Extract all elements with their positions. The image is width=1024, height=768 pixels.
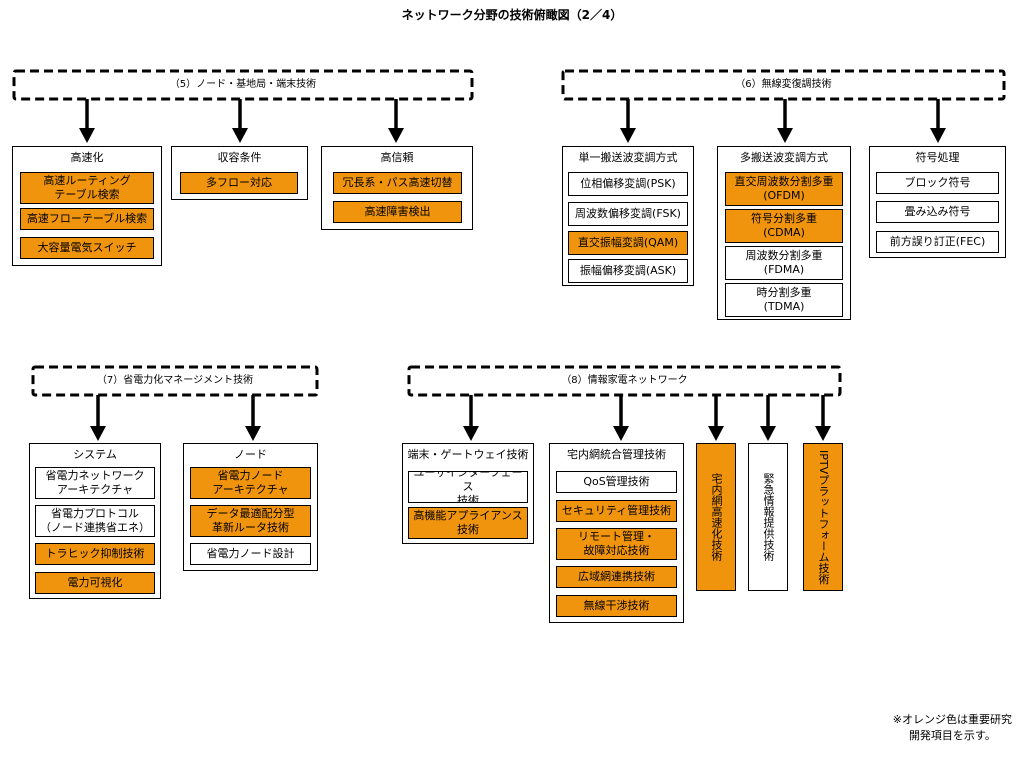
- panel-system: システム 省電力ネットワーク アーキテクチャ 省電力プロトコル （ノード連携省エ…: [29, 443, 161, 599]
- page-title: ネットワーク分野の技術俯瞰図（2／4）: [401, 8, 623, 22]
- panel-capacity: 収容条件 多フロー対応: [171, 146, 308, 200]
- group6-title: （6）無線変復調技術: [735, 79, 832, 90]
- item-fec: 前方誤り訂正(FEC): [876, 231, 999, 253]
- item-power-saving-node-design: 省電力ノード設計: [190, 543, 311, 565]
- group5-frame: [12, 69, 474, 101]
- item-tdma: 時分割多重 (TDMA): [725, 283, 843, 317]
- item-power-saving-node-architecture: 省電力ノード アーキテクチャ: [190, 467, 311, 499]
- item-wide-area-network-coop: 広域網連携技術: [556, 566, 677, 588]
- group7-title: （7）省電力化マネージメント技術: [96, 375, 254, 386]
- item-advanced-appliance-tech: 高機能アプライアンス 技術: [408, 507, 528, 539]
- panel-title: 収容条件: [217, 151, 262, 164]
- item-redundant-path-switch: 冗長系・パス高速切替: [333, 172, 462, 194]
- item-security-management: セキュリティ管理技術: [556, 500, 677, 522]
- panel-node: ノード 省電力ノード アーキテクチャ データ最適配分型 革新ルータ技術 省電力ノ…: [183, 443, 318, 571]
- item-fsk: 周波数偏移変調(FSK): [568, 202, 688, 226]
- item-convolutional-code: 畳み込み符号: [876, 201, 999, 223]
- panel-single-carrier: 単一搬送波変調方式 位相偏移変調(PSK) 周波数偏移変調(FSK) 直交振幅変…: [562, 146, 694, 286]
- item-fast-fault-detection: 高速障害検出: [333, 201, 462, 223]
- arrow-lines: [85, 99, 940, 428]
- panel-title: 符号処理: [915, 151, 960, 164]
- panel-home-network-mgmt: 宅内網統合管理技術 QoS管理技術 セキュリティ管理技術 リモート管理・ 故障対…: [549, 443, 684, 623]
- item-power-saving-protocol: 省電力プロトコル （ノード連携省エネ）: [35, 505, 155, 537]
- legend-note: ※オレンジ色は重要研究 開発項目を示す。: [892, 713, 1012, 742]
- panel-title: 高信頼: [380, 151, 414, 164]
- panel-title: ノード: [234, 448, 267, 461]
- group6-frame: [561, 69, 1006, 101]
- group8-frame: [407, 365, 842, 397]
- item-user-interface-tech: ユーザインターフェース 技術: [408, 471, 528, 503]
- item-ask: 振幅偏移変調(ASK): [568, 259, 688, 283]
- item-emergency-info: 緊急情報提供技術: [748, 443, 788, 591]
- panel-title: 多搬送波変調方式: [740, 151, 828, 164]
- item-fast-flow-table-lookup: 高速フローテーブル検索: [20, 208, 154, 230]
- item-cdma: 符号分割多重 (CDMA): [725, 209, 843, 243]
- panel-title: 単一搬送波変調方式: [578, 151, 678, 164]
- item-fdma: 周波数分割多重 (FDMA): [725, 246, 843, 280]
- arrow-heads: [79, 128, 946, 441]
- item-ofdm: 直交周波数分割多重 (OFDM): [725, 172, 843, 206]
- item-psk: 位相偏移変調(PSK): [568, 172, 688, 196]
- panel-speedup: 高速化 高速ルーティング テーブル検索 高速フローテーブル検索 大容量電気スイッ…: [12, 146, 162, 266]
- panel-title: 高速化: [70, 151, 104, 164]
- panel-multi-carrier: 多搬送波変調方式 直交周波数分割多重 (OFDM) 符号分割多重 (CDMA) …: [717, 146, 851, 320]
- panel-title: 宅内網統合管理技術: [567, 448, 666, 461]
- item-remote-management: リモート管理・ 故障対応技術: [556, 528, 677, 560]
- item-qam: 直交振幅変調(QAM): [568, 231, 688, 255]
- item-home-network-speedup: 宅内網高速化技術: [696, 443, 736, 591]
- item-iptv-platform: IPTVプラットフォーム技術: [803, 443, 843, 591]
- item-multi-flow-support: 多フロー対応: [180, 172, 298, 194]
- item-large-electric-switch: 大容量電気スイッチ: [20, 237, 154, 259]
- panel-title: 端末・ゲートウェイ技術: [407, 448, 529, 461]
- item-power-saving-network-architecture: 省電力ネットワーク アーキテクチャ: [35, 467, 155, 499]
- panel-title: システム: [73, 448, 117, 461]
- item-optimal-router: データ最適配分型 革新ルータ技術: [190, 505, 311, 537]
- item-power-visualization: 電力可視化: [35, 572, 155, 594]
- item-block-code: ブロック符号: [876, 172, 999, 194]
- panel-terminal-gateway: 端末・ゲートウェイ技術 ユーザインターフェース 技術 高機能アプライアンス 技術: [402, 443, 534, 544]
- item-wireless-interference: 無線干渉技術: [556, 595, 677, 617]
- group8-title: （8）情報家電ネットワーク: [561, 375, 688, 386]
- group5-title: （5）ノード・基地局・端末技術: [169, 79, 317, 90]
- item-qos-management: QoS管理技術: [556, 471, 677, 493]
- item-fast-routing-table-lookup: 高速ルーティング テーブル検索: [20, 172, 154, 204]
- panel-coding: 符号処理 ブロック符号 畳み込み符号 前方誤り訂正(FEC): [869, 146, 1006, 258]
- item-traffic-suppression: トラヒック抑制技術: [35, 543, 155, 565]
- panel-reliability: 高信頼 冗長系・パス高速切替 高速障害検出: [321, 146, 473, 230]
- group7-frame: [31, 365, 319, 397]
